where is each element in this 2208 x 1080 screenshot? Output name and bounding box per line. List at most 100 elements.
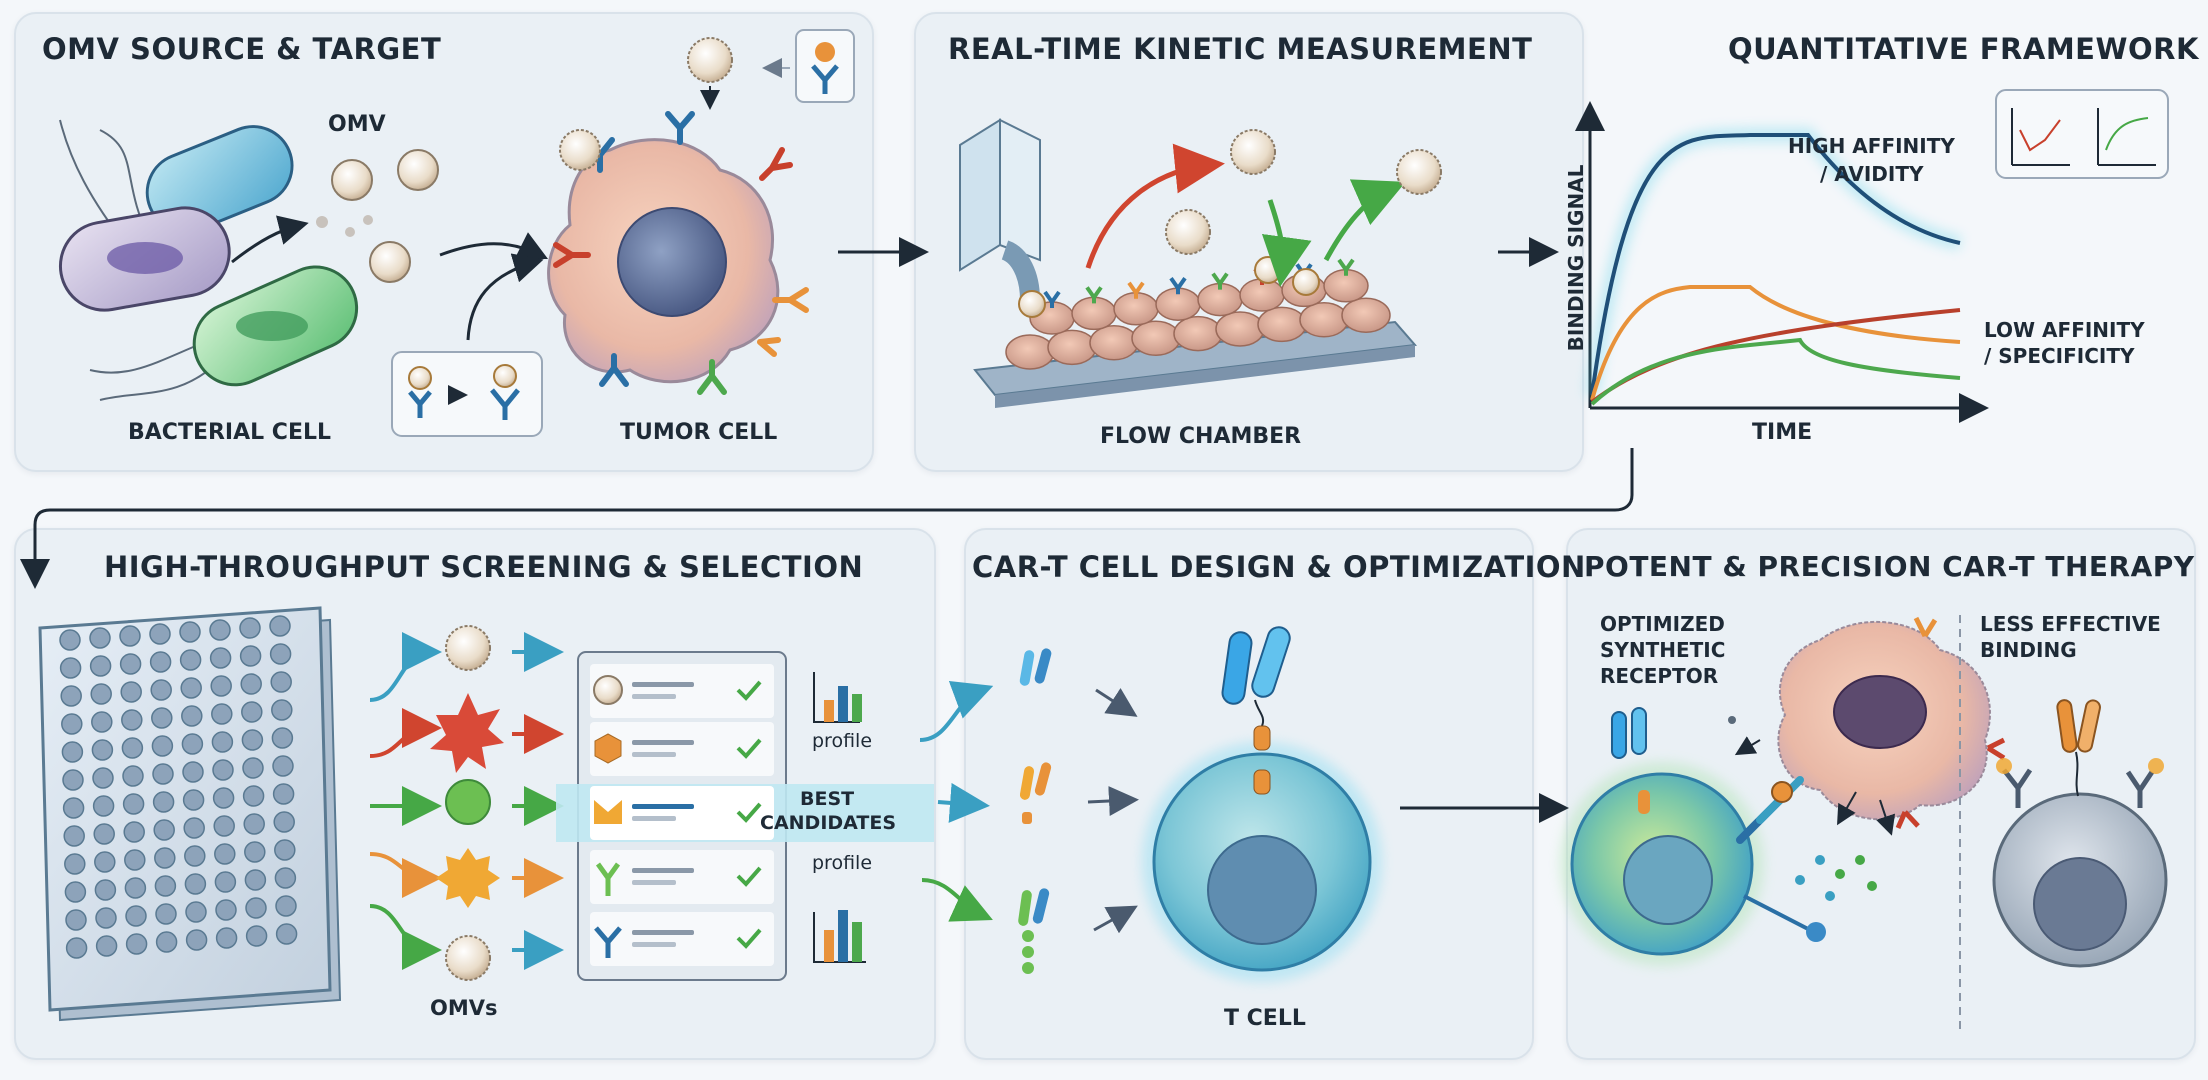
chamber-cell <box>1131 320 1181 356</box>
list-line <box>632 868 694 873</box>
less-effective-label: LESS EFFECTIVE <box>1980 612 2161 636</box>
well <box>155 931 178 953</box>
well <box>270 671 292 693</box>
chamber-cell <box>1299 302 1349 338</box>
well <box>63 825 85 847</box>
check-icon <box>736 802 762 823</box>
well <box>179 649 202 671</box>
panel2-title: REAL-TIME KINETIC MEASUREMENT <box>948 32 1533 66</box>
well <box>94 851 116 873</box>
well <box>275 923 298 945</box>
well <box>92 767 114 789</box>
chamber-cell <box>1215 311 1265 347</box>
well <box>242 757 264 779</box>
tumor-cell-label: TUMOR CELL <box>620 420 778 445</box>
specificity-label: / SPECIFICITY <box>1984 344 2135 368</box>
synapse-binding <box>1728 716 1896 901</box>
panel1-title: OMV SOURCE & TARGET <box>42 32 442 66</box>
well <box>184 845 206 867</box>
well <box>149 651 172 673</box>
well <box>125 933 148 955</box>
list-line <box>632 682 694 687</box>
well <box>154 847 176 869</box>
tumor-cell-target <box>1777 616 2006 830</box>
well <box>62 797 85 819</box>
well <box>150 679 172 701</box>
well <box>65 937 88 959</box>
omvs-label: OMVs <box>430 996 498 1020</box>
screen-arrows-right <box>512 632 564 970</box>
well <box>180 677 202 699</box>
car-t-effective <box>1560 707 1826 966</box>
chamber-flow-arrows <box>1085 143 1406 287</box>
x-axis-label: TIME <box>1752 420 1813 445</box>
well <box>151 735 174 757</box>
well <box>61 741 84 763</box>
well-plate <box>38 606 342 1022</box>
well <box>274 839 296 861</box>
well <box>245 925 268 947</box>
high-affinity-label: HIGH AFFINITY <box>1788 134 1955 158</box>
well <box>181 733 204 755</box>
high-affinity-curve <box>1590 133 1961 396</box>
well <box>241 729 264 751</box>
receptor-variants <box>1018 648 1052 974</box>
profile-bars-bottom <box>813 910 866 963</box>
well <box>242 785 265 807</box>
bacteria-group <box>58 119 359 401</box>
well <box>185 901 207 923</box>
mid-curve-orange <box>1590 285 1961 401</box>
well <box>271 727 294 749</box>
panel4-title: HIGH-THROUGHPUT SCREENING & SELECTION <box>104 550 864 584</box>
chamber-receptor <box>1085 286 1103 304</box>
well <box>240 673 262 695</box>
well <box>125 905 147 927</box>
chamber-cell <box>1089 325 1139 361</box>
well <box>124 877 147 899</box>
chamber-receptor <box>1169 277 1187 295</box>
well <box>89 627 111 649</box>
well <box>272 755 294 777</box>
check-icon <box>736 680 762 701</box>
bound-omv <box>1018 290 1046 318</box>
screen-particles <box>430 625 504 981</box>
low-curve-green <box>1590 337 1961 406</box>
chamber-cells <box>1005 256 1391 370</box>
well <box>95 907 117 929</box>
best-label: BEST <box>800 788 855 810</box>
t-cell <box>1142 626 1382 982</box>
well <box>214 871 237 893</box>
avidity-label: / AVIDITY <box>1820 162 1924 186</box>
chamber-cell <box>1341 297 1391 333</box>
well <box>275 895 297 917</box>
list-line <box>632 816 676 821</box>
well <box>95 935 118 957</box>
well <box>243 813 265 835</box>
screen-arrow <box>369 904 442 970</box>
well <box>122 793 145 815</box>
well <box>269 643 292 665</box>
t-cell-label: T CELL <box>1224 1006 1306 1031</box>
screen-arrow <box>369 708 442 758</box>
well <box>65 909 87 931</box>
list-line <box>632 930 694 935</box>
chamber-cell <box>1173 315 1223 352</box>
well <box>185 929 208 951</box>
screen-arrows-left <box>369 632 442 970</box>
well <box>91 739 114 761</box>
panel6-title: POTENT & PRECISION CAR-T THERAPY <box>1584 550 2195 583</box>
well <box>94 879 117 901</box>
check-icon <box>736 738 762 759</box>
well <box>155 903 177 925</box>
receptor-label: RECEPTOR <box>1600 664 1719 688</box>
well <box>212 759 234 781</box>
well <box>92 795 115 817</box>
well <box>212 787 235 809</box>
profile-bars-top <box>813 672 862 723</box>
well <box>271 699 293 721</box>
screen-arrow <box>369 632 442 702</box>
binding-label: BINDING <box>1980 638 2077 662</box>
well <box>122 765 144 787</box>
well <box>121 709 143 731</box>
